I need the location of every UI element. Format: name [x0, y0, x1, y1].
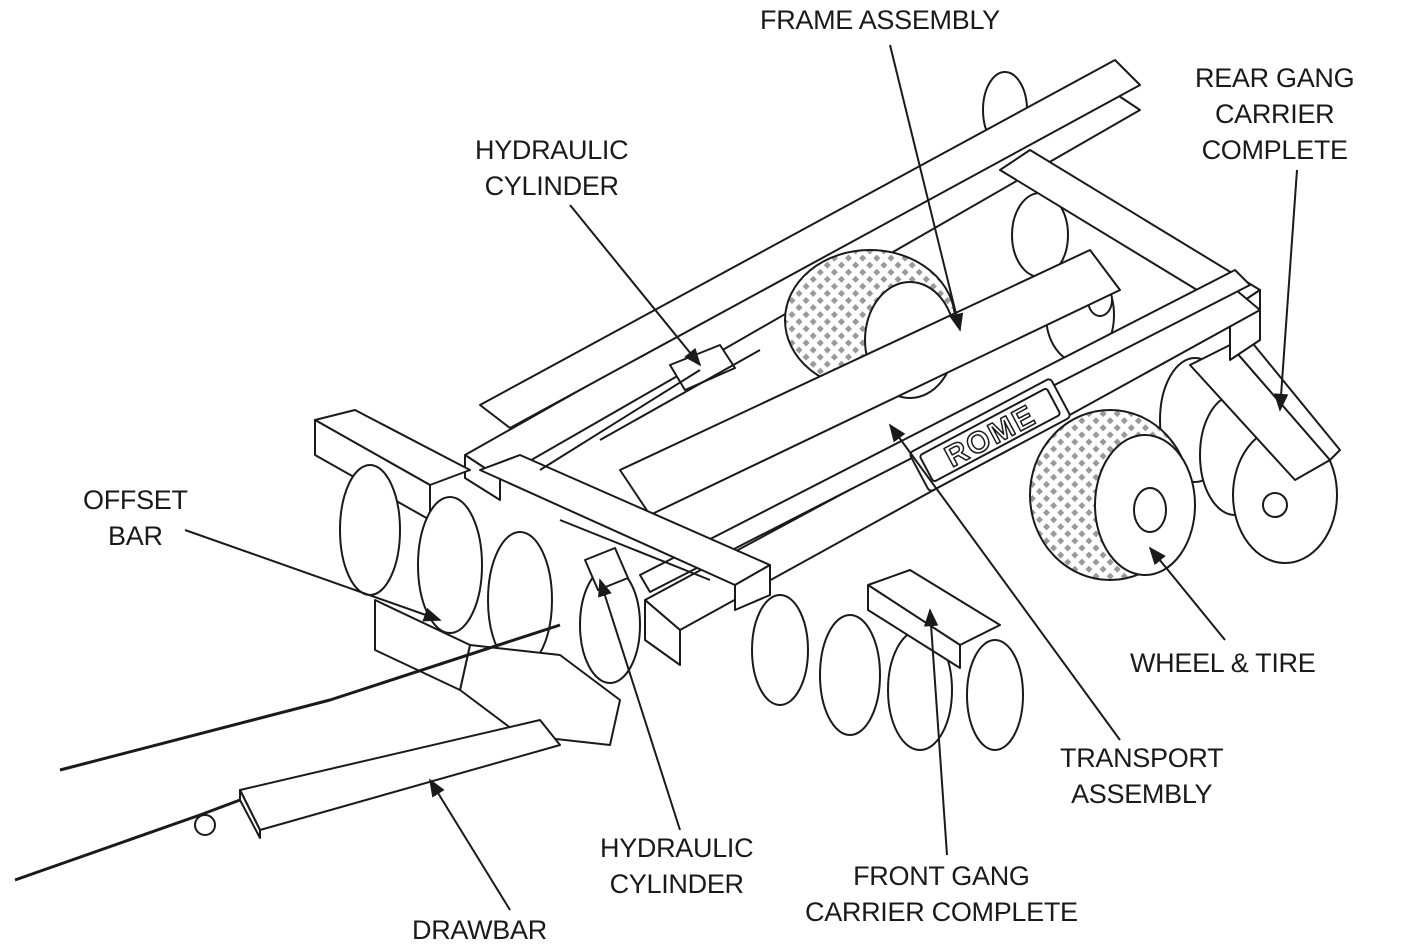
- frame-assembly-leader: [889, 44, 964, 332]
- transport-assembly-label: TRANSPORT ASSEMBLY: [1060, 740, 1224, 812]
- front-gang-carrier-leader: [923, 608, 948, 856]
- front-disc: [819, 614, 881, 736]
- label-line: CYLINDER: [484, 171, 619, 201]
- frame-lower-rail-face: [644, 599, 681, 666]
- label-line: FRAME ASSEMBLY: [760, 5, 1000, 35]
- label-line: COMPLETE: [1201, 135, 1348, 165]
- front-gang-carrier-label: FRONT GANG CARRIER COMPLETE: [805, 858, 1078, 930]
- offset-bar-label: OFFSET BAR: [83, 482, 188, 554]
- hitch-plate-lower: [374, 599, 471, 691]
- offset-bar-leader: [184, 529, 442, 622]
- hydraulic-hose: [539, 369, 701, 471]
- transport-assembly-leader: [888, 423, 1121, 741]
- hydraulic-hose: [599, 349, 761, 441]
- label-line: CARRIER: [1214, 99, 1335, 129]
- label-line: FRONT GANG: [853, 861, 1030, 891]
- frame-assembly-label: FRAME ASSEMBLY: [760, 2, 1000, 38]
- rear-gang-carrier-label: REAR GANG CARRIER COMPLETE: [1195, 60, 1355, 168]
- hydraulic-cylinder-upper-leader: [569, 204, 702, 367]
- label-line: CARRIER COMPLETE: [805, 897, 1078, 927]
- frame-upper-rail-top: [479, 59, 1141, 429]
- label-line: ASSEMBLY: [1071, 779, 1213, 809]
- hitch-clevis: [194, 814, 216, 836]
- hitch-cable: [59, 623, 561, 772]
- label-line: HYDRAULIC: [475, 135, 629, 165]
- label-line: TRANSPORT: [1060, 743, 1224, 773]
- hydraulic-cylinder-lower-leader: [598, 578, 681, 831]
- label-line: HYDRAULIC: [600, 833, 754, 863]
- front-disc: [966, 639, 1024, 751]
- front-disc: [417, 496, 483, 634]
- drawbar: [239, 719, 561, 831]
- hydraulic-cylinder-lower-label: HYDRAULIC CYLINDER: [600, 830, 754, 902]
- label-line: WHEEL & TIRE: [1130, 648, 1316, 678]
- rear-gang-carrier-leader: [1273, 169, 1298, 412]
- label-line: REAR GANG: [1195, 63, 1355, 93]
- label-line: OFFSET: [83, 485, 188, 515]
- label-line: DRAWBAR: [412, 915, 547, 945]
- drawbar-label: DRAWBAR: [412, 912, 547, 948]
- transport-axle-tube: [619, 249, 1121, 516]
- hitch-cable: [14, 798, 241, 882]
- hydraulic-hose: [559, 519, 711, 581]
- frame-middle-rail-face: [734, 564, 771, 611]
- front-disc: [751, 594, 809, 706]
- tire-hub: [1133, 487, 1167, 533]
- hydraulic-cylinder-body: [584, 547, 629, 591]
- front-disc: [339, 464, 401, 596]
- label-line: CYLINDER: [609, 869, 744, 899]
- drawbar-leader: [429, 778, 511, 911]
- label-line: BAR: [108, 521, 163, 551]
- frame-lower-rail-top: [639, 269, 1251, 593]
- wheel-tire-label: WHEEL & TIRE: [1130, 645, 1316, 681]
- rear-disc-hub: [1262, 492, 1288, 518]
- drawbar-face: [239, 789, 261, 839]
- leader-lines: [184, 44, 1298, 911]
- hydraulic-cylinder-upper-label: HYDRAULIC CYLINDER: [475, 132, 629, 204]
- wheel-tire-leader: [1148, 546, 1226, 641]
